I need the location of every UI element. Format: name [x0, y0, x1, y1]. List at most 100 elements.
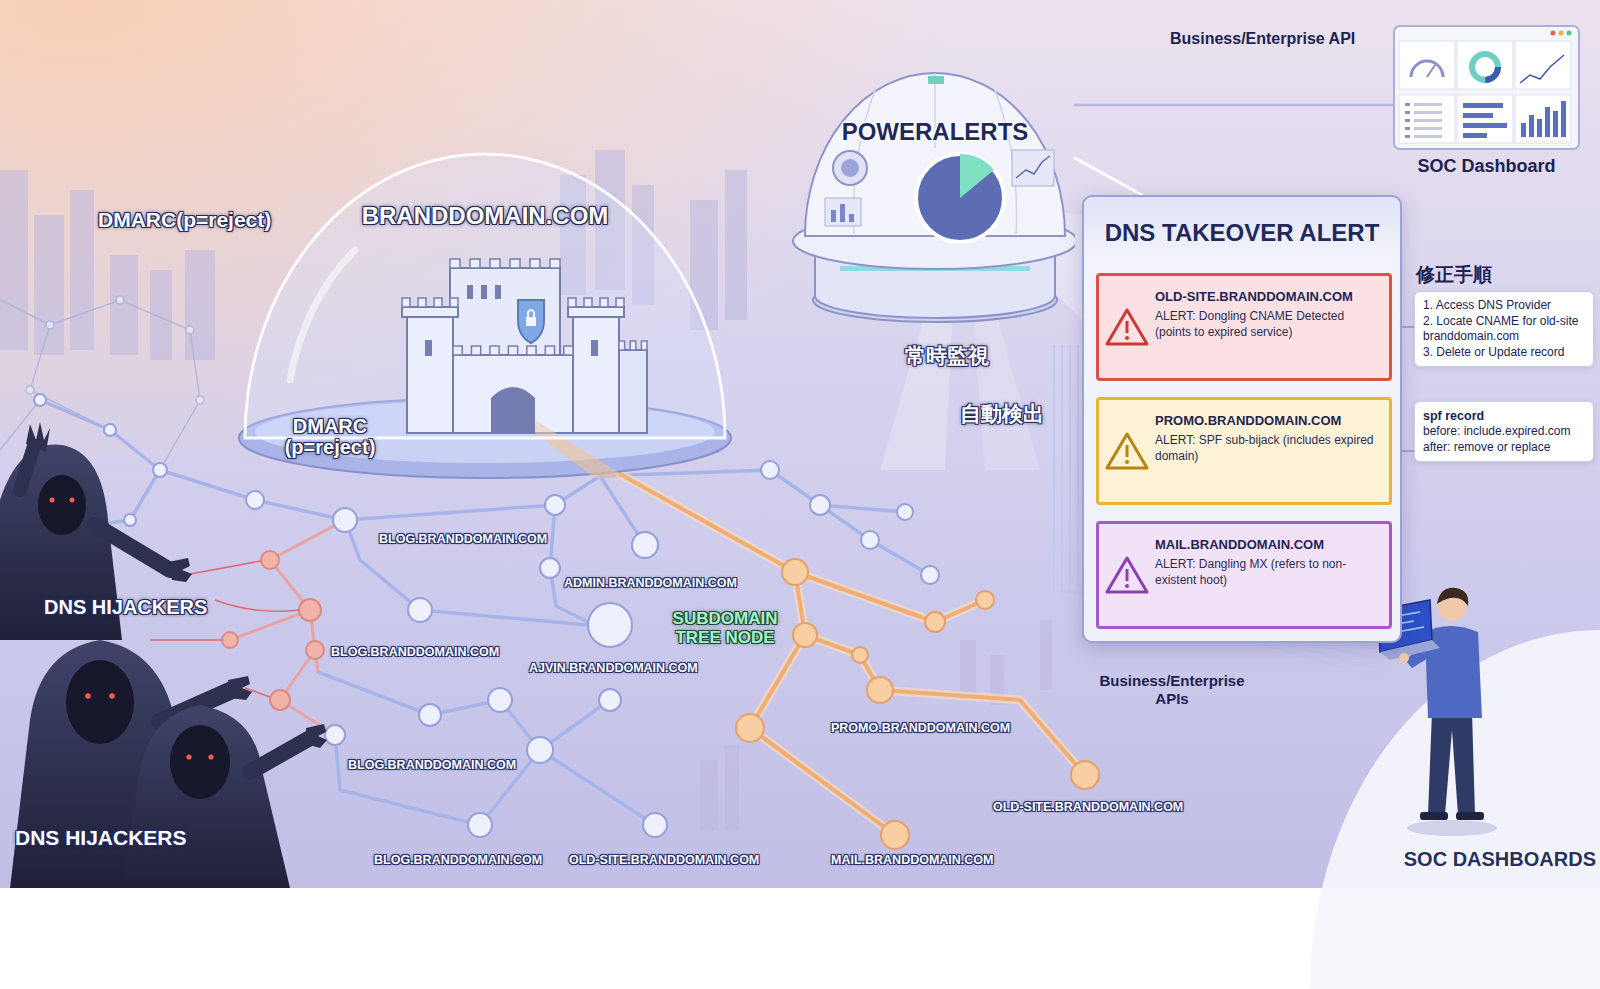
window-title: SOC Dashboard [1393, 156, 1580, 177]
tree-label: SUBDOMAIN TREE NODE [665, 610, 785, 647]
subdomain-tree [643, 813, 667, 837]
dashboard-window [1399, 95, 1455, 143]
subdomain-tree [620, 474, 1085, 835]
subdomain-tree [527, 737, 553, 763]
monitor-dome: POWERALERTS [780, 38, 1075, 338]
api-label: Business/Enterprise APIs [1092, 672, 1252, 708]
subdomain-label-holder: OLD-SITE.BRANDDOMAIN.COM [569, 853, 759, 867]
dome-title: BRANDDOMAIN.COM [235, 202, 735, 230]
subdomain-tree [861, 531, 879, 549]
tree-label-holder: SUBDOMAIN TREE NODE [665, 610, 785, 647]
subdomain-tree [34, 394, 46, 406]
subdomain-tree [261, 551, 279, 569]
observatory-outline [928, 76, 944, 84]
dashboard-window [1545, 107, 1550, 137]
dashboard-window [1394, 26, 1579, 149]
caption-label: DMARC(p=reject) [98, 208, 271, 232]
subdomain-label-holder: AJVIN.BRANDDOMAIN.COM [529, 661, 698, 675]
observatory-outline [1012, 150, 1054, 186]
dashboard-window [1405, 135, 1410, 138]
hijacker-threads [150, 561, 327, 731]
hooded-hijackers [170, 725, 230, 799]
callout-frame: spf recordbefore: include.expired.comaft… [1414, 401, 1594, 462]
subdomain-tree [230, 610, 310, 640]
subdomain-tree [852, 647, 868, 663]
dashboard-window [1463, 113, 1493, 118]
subdomain-tree [230, 520, 345, 735]
subdomain-tree [795, 572, 985, 622]
analyst-figure [1456, 812, 1484, 820]
record-text: before: include.expired.com [1423, 424, 1585, 440]
alert-card: PROMO.BRANDDOMAIN.COMALERT: SPF sub-bija… [1096, 397, 1392, 505]
beam-label: 自動検出 [960, 400, 1044, 428]
hijacker-threads [150, 639, 222, 641]
observatory-outline [840, 204, 845, 222]
dashboard-window [1405, 103, 1410, 106]
threat-label: DNS HIJACKERS [15, 826, 187, 850]
faint-network [196, 396, 204, 404]
api-label: Business/Enterprise API [1170, 30, 1355, 48]
dashboard-window [1463, 133, 1487, 138]
subdomain-tree [750, 728, 895, 835]
dashboard-window [1457, 95, 1513, 143]
subdomain-label-holder: OLD-SITE.BRANDDOMAIN.COM [993, 800, 1183, 814]
hooded-hijackers [95, 525, 170, 570]
subdomain-label: BLOG.BRANDDOMAIN.COM [379, 532, 547, 546]
observatory-outline [780, 38, 1075, 338]
city-skyline [185, 250, 215, 360]
subdomain-tree [325, 725, 345, 745]
subdomain-label: ADMIN.BRANDDOMAIN.COM [564, 576, 737, 590]
step-text: 3. Delete or Update record [1423, 345, 1585, 361]
dashboard-window [1405, 111, 1410, 114]
subdomain-tree [468, 813, 492, 837]
caption-label-holder: DMARC(p=reject) [98, 208, 271, 232]
subdomain-tree [632, 532, 658, 558]
subdomain-label: PROMO.BRANDDOMAIN.COM [831, 721, 1010, 735]
callout-frame: 1. Access DNS Provider2. Locate CNAME fo… [1414, 291, 1594, 367]
dashboard-window [1529, 115, 1534, 137]
subdomain-tree [420, 610, 588, 625]
record-text: after: remove or replace [1423, 440, 1585, 456]
alert-text: PROMO.BRANDDOMAIN.COMALERT: SPF sub-bija… [1155, 400, 1389, 474]
subdomain-tree [588, 603, 632, 647]
subdomain-tree [793, 623, 817, 647]
subdomain-label-holder: BLOG.BRANDDOMAIN.COM [348, 758, 516, 772]
subdomain-tree [1071, 761, 1099, 789]
warning-icon [1126, 445, 1129, 457]
subdomain-label: OLD-SITE.BRANDDOMAIN.COM [569, 853, 759, 867]
dashboard-window [1405, 127, 1410, 130]
subdomain-tree [540, 750, 655, 825]
dashboard-window [1393, 25, 1580, 150]
hooded-hijackers [306, 724, 327, 748]
monitor-title: POWERALERTS [780, 118, 1075, 146]
hooded-hijackers [20, 446, 34, 490]
analyst-figure [1407, 820, 1497, 836]
subdomain-tree [270, 690, 290, 710]
subdomain-tree [782, 559, 808, 585]
dashboard-window [1561, 101, 1566, 137]
hooded-hijackers [50, 498, 55, 503]
hijacker-threads [185, 561, 261, 575]
subdomain-tree [750, 728, 895, 835]
faint-network [26, 386, 34, 394]
hooded-hijackers [109, 693, 115, 699]
threat-label-holder: DNS HIJACKERS [15, 826, 187, 850]
subdomain-tree [925, 612, 945, 632]
beam-label-holder: 常時監視 [905, 342, 989, 370]
api-label-holder: Business/Enterprise API [1170, 30, 1355, 48]
hooded-hijackers [70, 498, 75, 503]
faint-network [46, 321, 54, 329]
dashboard-window [1515, 41, 1571, 89]
dashboard-window [1559, 31, 1564, 36]
subdomain-tree [246, 491, 264, 509]
subdomain-tree [620, 474, 795, 572]
subdomain-tree [104, 424, 116, 436]
faint-network [0, 296, 204, 470]
subdomain-tree [222, 551, 324, 710]
step-text: 2. Locate CNAME for old-site branddomain… [1423, 314, 1585, 345]
dashboard-window [1553, 111, 1558, 137]
dashboard-window [1463, 123, 1507, 128]
